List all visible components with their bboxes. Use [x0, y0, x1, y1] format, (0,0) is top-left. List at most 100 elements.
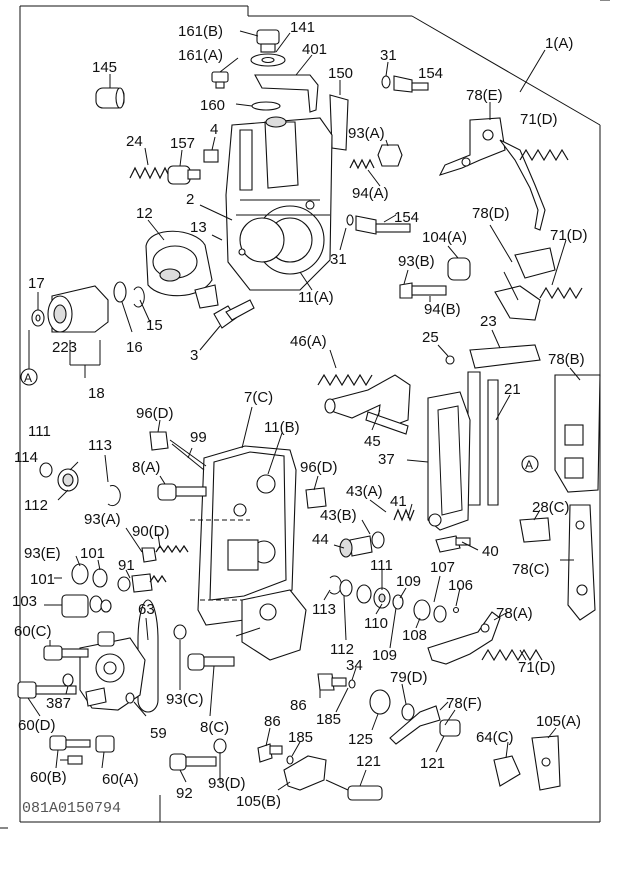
- callout-103: 103: [12, 593, 37, 610]
- callout-96d-b: 96(D): [300, 459, 338, 476]
- callout-28c: 28(C): [532, 499, 570, 516]
- callout-93c: 93(C): [166, 691, 204, 708]
- callout-91: 91: [118, 557, 135, 574]
- callout-110: 110: [364, 615, 388, 632]
- callout-157: 157: [170, 135, 195, 152]
- left-seal-parts: [39, 462, 121, 507]
- callout-59: 59: [150, 725, 167, 742]
- callout-160: 160: [200, 97, 225, 114]
- callout-113b: 113: [312, 601, 336, 618]
- callout-111b: 111: [370, 557, 393, 574]
- shaft-coupling-parts: [31, 281, 145, 366]
- upper-right-lever: [438, 117, 569, 231]
- callout-94b: 94(B): [424, 301, 461, 318]
- callout-18: 18: [88, 385, 105, 402]
- callout-104a: 104(A): [422, 229, 467, 246]
- center-bolts: [173, 624, 235, 671]
- callout-93a-b: 93(A): [84, 511, 121, 528]
- callout-185b: 185: [288, 729, 313, 746]
- callout-60a: 60(A): [102, 771, 139, 788]
- callout-78d: 78(D): [472, 205, 510, 222]
- callout-45: 45: [364, 433, 381, 450]
- callout-78f: 78(F): [446, 695, 482, 712]
- callout-101a: 101: [80, 545, 105, 562]
- lower-housing: [190, 445, 307, 661]
- callout-106: 106: [448, 577, 473, 594]
- bottom-right-brackets: [493, 735, 561, 791]
- callout-78b: 78(B): [548, 351, 585, 368]
- callout-121b: 121: [420, 755, 445, 772]
- callout-43a: 43(A): [346, 483, 383, 500]
- callout-93b: 93(B): [398, 253, 435, 270]
- callout-71d-b: 71(D): [550, 227, 588, 244]
- callout-78e: 78(E): [466, 87, 503, 104]
- callout-150: 150: [328, 65, 353, 82]
- callout-34: 34: [346, 657, 363, 674]
- callout-8c: 8(C): [200, 719, 229, 736]
- callout-93e: 93(E): [24, 545, 61, 562]
- callout-23: 23: [480, 313, 497, 330]
- callout-46a: 46(A): [290, 333, 327, 350]
- callout-24: 24: [126, 133, 143, 150]
- callout-111a: 111: [28, 423, 51, 440]
- governor-housing: [225, 116, 333, 291]
- callout-105b: 105(B): [236, 793, 281, 810]
- leader-lines: [27, 30, 581, 791]
- callout-113a: 113: [88, 437, 112, 454]
- callout-387: 387: [46, 695, 71, 712]
- callout-60b: 60(B): [30, 769, 67, 786]
- callout-92: 92: [176, 785, 193, 802]
- callout-3: 3: [190, 347, 198, 364]
- callout-71d-c: 71(D): [518, 659, 556, 676]
- callout-8a: 8(A): [132, 459, 160, 476]
- callout-60c: 60(C): [14, 623, 52, 640]
- callout-96d-a: 96(D): [136, 405, 174, 422]
- callout-401: 401: [302, 41, 327, 58]
- callout-40: 40: [482, 543, 499, 560]
- reference-markers: A A: [20, 330, 539, 473]
- callout-109b: 109: [372, 647, 397, 664]
- nut-and-spring-right: [346, 144, 411, 235]
- callout-161b: 161(B): [178, 23, 223, 40]
- callout-12: 12: [136, 205, 153, 222]
- callout-99: 99: [190, 429, 207, 446]
- top-cover-parts: [95, 29, 429, 185]
- callout-105a: 105(A): [536, 713, 581, 730]
- callout-17: 17: [28, 275, 45, 292]
- callout-79d: 79(D): [390, 669, 428, 686]
- callout-112b: 112: [330, 641, 354, 658]
- callout-63: 63: [138, 601, 155, 618]
- upper-left-bolts: [149, 431, 327, 509]
- callout-223: 223: [52, 339, 77, 356]
- callout-64c: 64(C): [476, 729, 514, 746]
- lower-left-cover: [17, 599, 159, 765]
- governor-weight-assembly: [145, 230, 219, 309]
- callout-15: 15: [146, 317, 163, 334]
- callout-78a: 78(A): [496, 605, 533, 622]
- callout-93d: 93(D): [208, 775, 246, 792]
- callout-109a: 109: [396, 573, 421, 590]
- bottom-bolts: [169, 738, 227, 771]
- callout-43b: 43(B): [320, 507, 357, 524]
- callout-13: 13: [190, 219, 207, 236]
- bottom-center-parts: [317, 673, 461, 745]
- callout-78c: 78(C): [512, 561, 550, 578]
- plate-37: [427, 391, 471, 531]
- callout-94a: 94(A): [352, 185, 389, 202]
- callout-31b: 31: [330, 251, 347, 268]
- callout-37: 37: [378, 451, 395, 468]
- callout-161a: 161(A): [178, 47, 223, 64]
- callout-141: 141: [290, 19, 315, 36]
- callout-90d: 90(D): [132, 523, 170, 540]
- callout-121a: 121: [356, 753, 381, 770]
- right-washer-row: [329, 575, 460, 623]
- callout-86a: 86: [290, 697, 307, 714]
- callout-labels: 161(B) 141 161(A) 401 145 160 150 31 154…: [12, 19, 588, 810]
- callout-107: 107: [430, 559, 455, 576]
- callout-108: 108: [402, 627, 427, 644]
- callout-101b: 101: [30, 571, 55, 588]
- callout-4: 4: [210, 121, 218, 138]
- spring-seat-parts: [339, 508, 471, 558]
- right-rail-parts: [467, 371, 601, 621]
